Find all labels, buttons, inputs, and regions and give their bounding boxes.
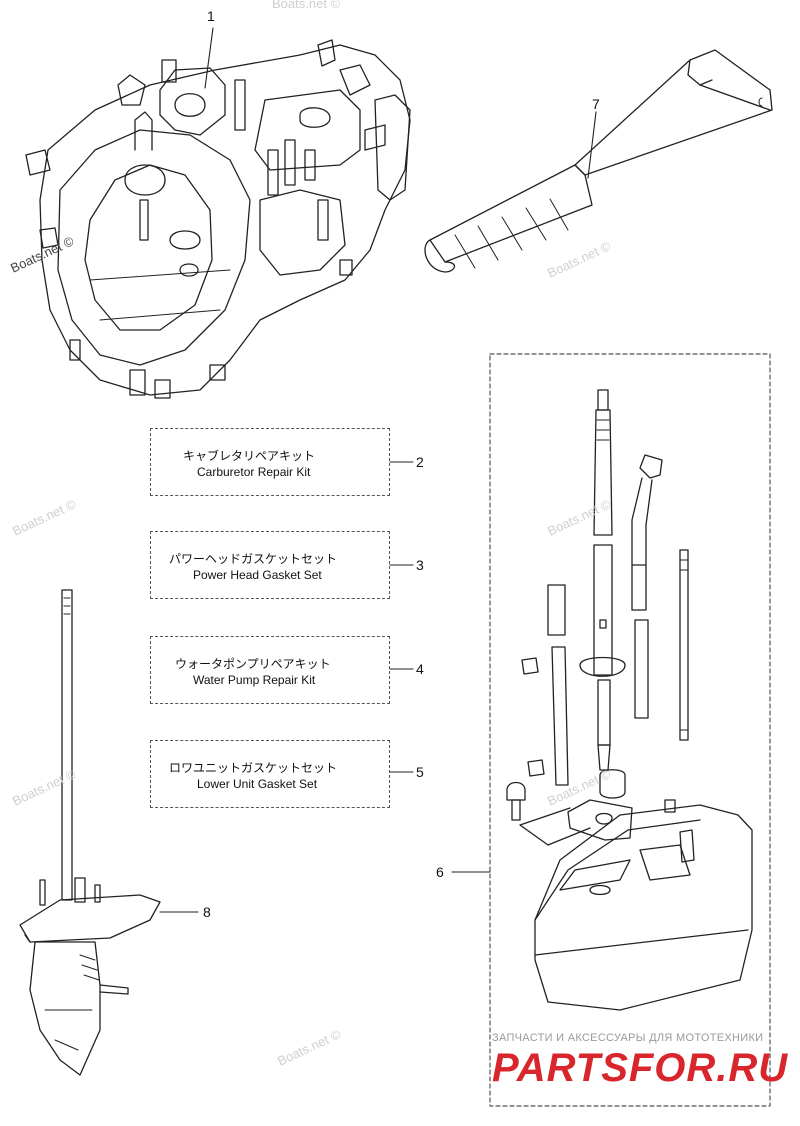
callout-2: 2 — [416, 454, 424, 470]
kit-5-box: ロワユニットガスケットセット Lower Unit Gasket Set — [150, 740, 390, 808]
callout-7: 7 — [592, 96, 600, 112]
lower-unit-part — [19, 589, 161, 1076]
callout-4: 4 — [416, 661, 424, 677]
kit-5-jp-label: ロワユニットガスケットセット — [169, 761, 338, 775]
kit-6-dashed-box — [489, 353, 771, 1107]
kit-2-jp-label: キャブレタリペアキット — [183, 449, 316, 463]
callout-6: 6 — [436, 864, 444, 880]
callout-5: 5 — [416, 764, 424, 780]
power-head-part — [25, 39, 411, 399]
brand-logo: ЗАПЧАСТИ И АКСЕССУАРЫ ДЛЯ МОТОТЕХНИКИ PA… — [492, 1032, 788, 1091]
tiller-handle-part — [424, 49, 773, 273]
kit-4-jp-label: ウォータポンプリペアキット — [175, 657, 331, 671]
kit-5-en-label: Lower Unit Gasket Set — [197, 777, 318, 791]
kit-4-box: ウォータポンプリペアキット Water Pump Repair Kit — [150, 636, 390, 704]
drive-shaft-parts — [506, 389, 689, 846]
kit-3-box: パワーヘッドガスケットセット Power Head Gasket Set — [150, 531, 390, 599]
kit-2-box: キャブレタリペアキット Carburetor Repair Kit — [150, 428, 390, 496]
callout-3: 3 — [416, 557, 424, 573]
callout-1: 1 — [207, 8, 215, 24]
leader-lines — [159, 27, 597, 913]
kit-4-en-label: Water Pump Repair Kit — [193, 673, 316, 687]
callout-8: 8 — [203, 904, 211, 920]
kit-3-jp-label: パワーヘッドガスケットセット — [169, 552, 338, 566]
brand-tagline: ЗАПЧАСТИ И АКСЕССУАРЫ ДЛЯ МОТОТЕХНИКИ — [492, 1032, 764, 1044]
drive-shaft-housing-part — [534, 804, 753, 1011]
brand-logo-text: PARTSFOR.RU — [492, 1046, 789, 1090]
kit-2-en-label: Carburetor Repair Kit — [197, 465, 311, 479]
watermark: Boats.net © — [272, 0, 341, 11]
kit-3-en-label: Power Head Gasket Set — [193, 568, 322, 582]
